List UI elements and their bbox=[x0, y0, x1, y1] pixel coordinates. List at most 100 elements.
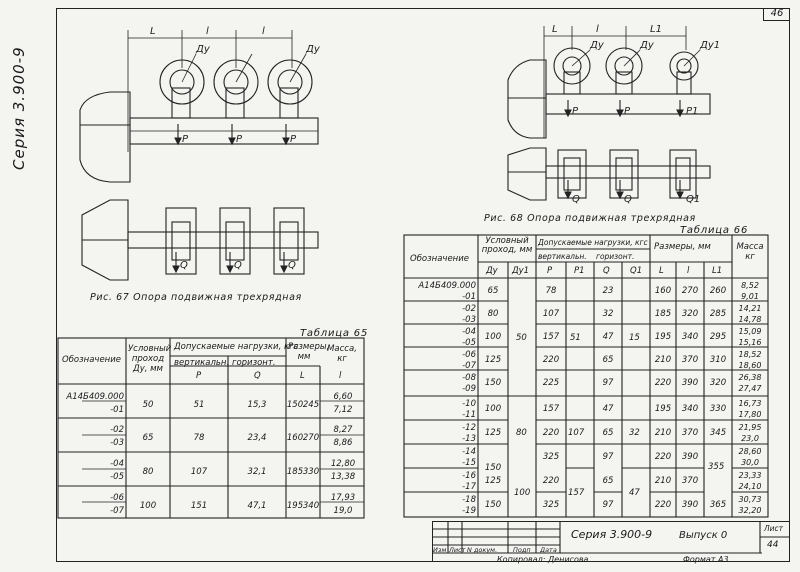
t66-cell-des: -17 bbox=[462, 482, 476, 492]
t66-cell-L: 220 bbox=[654, 500, 672, 510]
t66-cell-p: 107 bbox=[542, 309, 560, 319]
fig68-label-p1: P1 bbox=[686, 106, 698, 117]
t65-h-horizontal: горизонт. bbox=[232, 358, 276, 368]
fig67-label-dy-2: Ду bbox=[305, 44, 321, 55]
t65-cell-m: 8,86 bbox=[333, 438, 353, 448]
t66-cell-des: -11 bbox=[462, 410, 476, 420]
t66-cell-l: 270 bbox=[681, 286, 699, 296]
t66-cell-dy: 150 bbox=[484, 463, 502, 473]
t66-cell-L1: 365 bbox=[709, 500, 727, 510]
t66-cell-L: 185 bbox=[654, 309, 672, 319]
t66-cell-des: -13 bbox=[462, 434, 476, 444]
t66-cell-q: 65 bbox=[602, 428, 614, 438]
t65-cell-des: -04 bbox=[110, 459, 124, 469]
t66-cell-des: -12 bbox=[462, 423, 476, 433]
t66-cell-q: 32 bbox=[602, 309, 614, 319]
t66-cell-des: -14 bbox=[462, 447, 476, 457]
t66-cell-dy: 80 bbox=[487, 309, 499, 319]
t66-merged-L1-c: 355 bbox=[708, 462, 725, 472]
fig68-dim-L1: L1 bbox=[650, 24, 662, 35]
t66-cell-p: 157 bbox=[542, 404, 560, 414]
t65-h-vertical: вертикальн. bbox=[174, 358, 230, 368]
t66-cell-p: 325 bbox=[542, 452, 560, 462]
t65-cell-des: -02 bbox=[110, 425, 124, 435]
t66-cell-p: 225 bbox=[542, 378, 560, 388]
title-col-doc: N докум. bbox=[467, 546, 498, 554]
t65-cell-q: 32,1 bbox=[247, 467, 267, 477]
t66-cell-m: 30,0 bbox=[741, 458, 759, 467]
t66-h-vertical: вертикальн. bbox=[538, 252, 587, 261]
t66-merged-q1-c: 47 bbox=[629, 488, 640, 498]
t66-cell-L: 210 bbox=[654, 476, 672, 486]
t66-cell-des: -09 bbox=[462, 384, 476, 394]
t65-cell-q: 23,4 bbox=[247, 433, 267, 443]
t66-cell-L: 220 bbox=[654, 378, 672, 388]
t66-cell-L: 210 bbox=[654, 428, 672, 438]
t66-cell-l: 390 bbox=[681, 378, 699, 388]
t65-cell-des: -06 bbox=[110, 493, 124, 503]
t66-cell-q: 65 bbox=[602, 355, 614, 365]
t65-cell-m: 13,38 bbox=[330, 472, 356, 482]
title-series: Серия 3.900-9 bbox=[571, 528, 653, 541]
t65-cell-q: 15,3 bbox=[247, 400, 267, 410]
figure-67-plan: Q Q Q bbox=[81, 199, 319, 281]
t66-cell-L: 220 bbox=[654, 452, 672, 462]
t66-cell-p: 157 bbox=[542, 332, 560, 342]
t66-cell-m: 9,01 bbox=[741, 292, 759, 301]
fig67-label-q-3: Q bbox=[288, 260, 296, 271]
t66-cell-q: 47 bbox=[602, 404, 614, 414]
t66-merged-q1-a: 15 bbox=[629, 333, 640, 343]
t66-cell-des: -05 bbox=[462, 338, 476, 348]
t65-cell-L: 150 bbox=[286, 400, 304, 410]
t66-h-horizontal: горизонт. bbox=[596, 252, 635, 261]
t66-cell-q: 23 bbox=[602, 286, 614, 296]
t66-cell-l: 370 bbox=[681, 476, 699, 486]
title-col-date: Дата bbox=[540, 546, 557, 554]
t66-h-nominal: Условный проход, мм bbox=[481, 236, 533, 255]
t66-h-l: l bbox=[687, 266, 690, 276]
t66-merged-p1-a: 51 bbox=[570, 333, 581, 343]
t65-cell-dy: 50 bbox=[142, 400, 154, 410]
fig68-label-q-2: Q bbox=[624, 194, 632, 205]
t66-cell-des: -03 bbox=[462, 315, 476, 325]
title-col-list: Лист bbox=[449, 546, 466, 554]
t66-cell-L1: 295 bbox=[709, 332, 727, 342]
t66-cell-p: 220 bbox=[542, 355, 560, 365]
t66-cell-m: 32,20 bbox=[738, 506, 762, 515]
fig67-label-q-2: Q bbox=[234, 260, 242, 271]
t66-cell-q: 97 bbox=[602, 500, 614, 510]
t66-cell-m: 16,73 bbox=[738, 399, 762, 408]
fig68-label-p-2: P bbox=[624, 106, 631, 117]
title-format: Формат А3 bbox=[683, 555, 729, 564]
t65-cell-l: 270 bbox=[302, 433, 320, 443]
t66-h-q: Q bbox=[603, 266, 610, 276]
t66-cell-m: 15,09 bbox=[738, 327, 762, 336]
t65-cell-des: -05 bbox=[110, 472, 124, 482]
t65-h-loads: Допускаемые нагрузки, кгс bbox=[174, 342, 299, 352]
t66-merged-q1-b: 32 bbox=[629, 428, 640, 438]
t66-h-L1: L1 bbox=[712, 266, 723, 276]
t65-cell-des: -03 bbox=[110, 438, 124, 448]
figure-68-plan: Q Q Q1 bbox=[507, 147, 711, 205]
t66-cell-l: 340 bbox=[681, 404, 699, 414]
table-65-title: Таблица 65 bbox=[300, 328, 369, 339]
t65-h-designation: Обозначение bbox=[62, 355, 121, 365]
t66-cell-p: 220 bbox=[542, 476, 560, 486]
sheet-frame bbox=[56, 8, 790, 562]
fig67-label-p-3: P bbox=[290, 134, 297, 145]
t65-cell-L: 195 bbox=[286, 501, 304, 511]
t65-h-nominal: Условный проход Ду, мм bbox=[128, 344, 172, 374]
t66-cell-dy: 125 bbox=[484, 428, 502, 438]
t66-cell-m: 27,47 bbox=[738, 384, 762, 393]
t66-cell-des: -06 bbox=[462, 350, 476, 360]
t65-cell-p: 78 bbox=[193, 433, 205, 443]
t66-h-L: L bbox=[659, 266, 664, 276]
t66-cell-L1: 310 bbox=[709, 355, 727, 365]
t65-cell-q: 47,1 bbox=[247, 501, 267, 511]
t66-cell-m: 8,52 bbox=[741, 281, 759, 290]
t66-cell-q: 97 bbox=[602, 452, 614, 462]
t65-cell-l: 330 bbox=[302, 467, 320, 477]
